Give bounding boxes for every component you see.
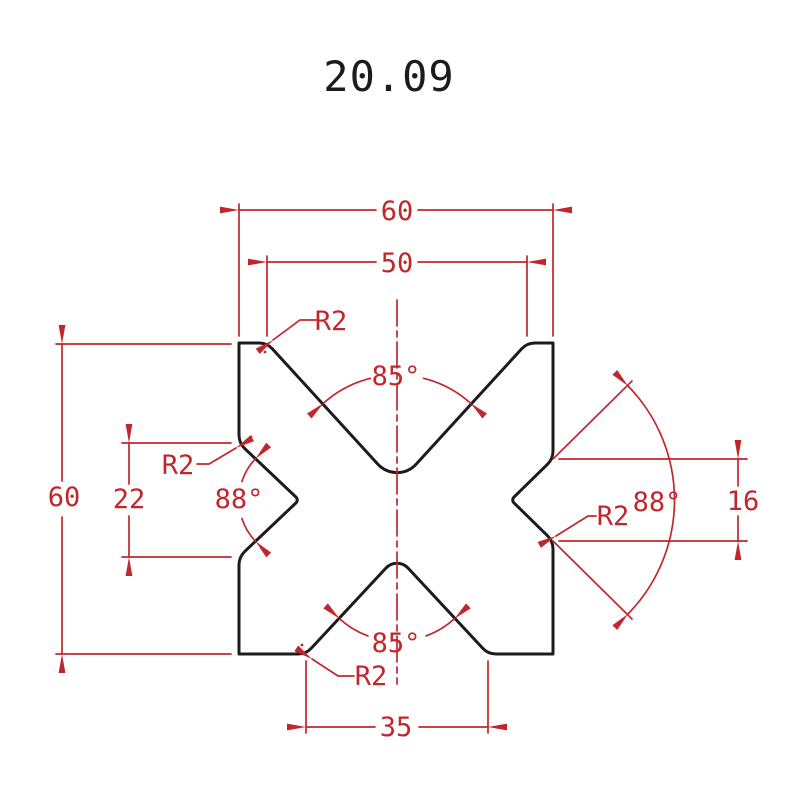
leader-r2-bottom — [311, 658, 355, 677]
arrowhead — [248, 258, 267, 266]
dim-right-vee-angle: 88° — [633, 487, 682, 518]
radius-label-top: R2 — [315, 306, 348, 337]
arrowhead — [125, 424, 133, 443]
arrowhead — [323, 603, 340, 619]
fillet-center-dot — [263, 350, 267, 354]
fillet-center-dot — [540, 542, 544, 546]
right-angle-legs — [552, 380, 633, 620]
arrowhead — [488, 723, 507, 731]
arrowhead — [553, 206, 572, 214]
arrowhead — [58, 654, 66, 673]
dimension-arrows — [58, 206, 742, 731]
dim-right-vee-height: 16 — [727, 486, 760, 517]
radius-label-right: R2 — [597, 501, 630, 532]
arrowhead — [255, 541, 272, 558]
extension-lines — [55, 203, 748, 734]
leader-r2-left — [196, 447, 237, 465]
fillet-center-dot — [249, 435, 253, 439]
leader-r2-right — [555, 515, 597, 537]
arrowhead — [734, 541, 742, 560]
arrowhead — [236, 435, 255, 448]
arrowhead — [612, 614, 628, 631]
dim-top-vee-angle: 85° — [372, 361, 421, 392]
leader-r2-top — [272, 319, 317, 341]
arrowhead — [612, 369, 628, 386]
arrowhead — [307, 403, 324, 419]
arrowhead — [470, 403, 487, 419]
arrowhead — [527, 258, 546, 266]
fillet-center-dot — [300, 643, 304, 647]
arrowhead — [58, 325, 66, 344]
arrowhead — [125, 557, 133, 576]
arrowhead — [287, 723, 306, 731]
dim-bottom-vee-width: 35 — [380, 712, 413, 743]
dim-bottom-vee-angle: 85° — [372, 628, 421, 659]
arc-top-vee-angle — [322, 377, 472, 405]
part-outline — [237, 341, 555, 656]
dim-left-vee-height: 22 — [113, 484, 146, 515]
radius-label-left: R2 — [162, 450, 195, 481]
drawing-title: 20.09 — [323, 52, 454, 101]
dimension-texts: 60 50 60 22 16 35 85° 85° 88° 88° R2 R2 … — [48, 196, 760, 743]
die-block-profile — [237, 341, 555, 656]
dim-left-vee-angle: 88° — [215, 484, 264, 515]
arrowhead — [220, 206, 239, 214]
arrowhead — [454, 603, 471, 619]
arrowhead — [255, 340, 273, 355]
arrowhead — [255, 442, 272, 459]
dim-top-vee-width: 50 — [381, 248, 414, 279]
radius-label-bottom: R2 — [355, 661, 388, 692]
arc-bottom-vee-angle — [338, 617, 456, 637]
arrowhead — [294, 645, 312, 659]
dimension-lines — [55, 203, 748, 734]
dim-overall-height: 60 — [48, 482, 81, 513]
dim-overall-width: 60 — [381, 196, 414, 227]
arc-right-vee-angle — [627, 385, 676, 615]
arrowhead — [734, 440, 742, 459]
arc-left-vee-angle — [241, 457, 257, 543]
